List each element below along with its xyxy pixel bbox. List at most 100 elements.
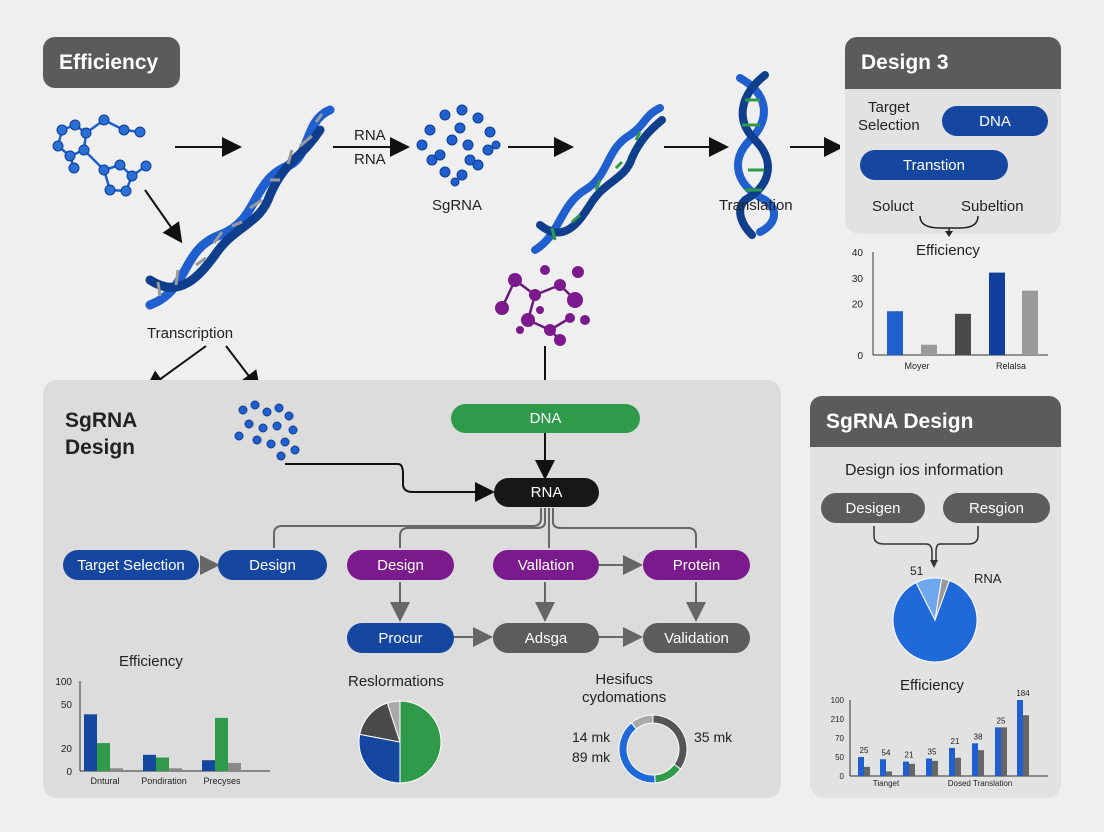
- design-pill-blue[interactable]: Design: [218, 550, 327, 580]
- reslormations-pie-slice: [358, 733, 401, 784]
- side-chart-value-label: 21: [905, 751, 914, 760]
- side-chart-bar: [1017, 700, 1023, 776]
- side-chart-ytick: 210: [831, 715, 845, 724]
- side-chart-value-label: 54: [882, 748, 891, 757]
- side-chart-ytick: 0: [840, 772, 845, 781]
- reslormations-pie: [358, 700, 442, 784]
- dna-pill-main[interactable]: DNA: [451, 404, 640, 433]
- main-chart-bar: [97, 743, 110, 771]
- main-chart-ytick: 50: [61, 700, 73, 711]
- reslormations-pie-slice: [386, 700, 401, 743]
- side-pie-label-rna: RNA: [974, 571, 1002, 586]
- side-chart-bar: [926, 758, 932, 776]
- right-chart-ytick: 0: [857, 351, 863, 362]
- dna-pill-design3[interactable]: DNA: [942, 106, 1048, 136]
- reslormations-pie-slice: [399, 700, 442, 784]
- side-chart-bar: [880, 759, 886, 776]
- side-pie-slice: [934, 577, 951, 621]
- subeltion-label: Subeltion: [961, 198, 1024, 215]
- side-chart-bar: [903, 761, 909, 776]
- transcription-label: Transcription: [147, 325, 234, 342]
- right-efficiency-title: Efficiency: [916, 242, 980, 259]
- main-chart-bar: [143, 754, 156, 771]
- side-chart-bar: [995, 727, 1001, 776]
- donut-label-14mk: 14 mk: [572, 729, 611, 745]
- translation-label: Translation: [719, 197, 793, 214]
- right-chart-bar: [989, 272, 1005, 355]
- side-chart-bar: [949, 747, 955, 776]
- efficiency-tab-label: Efficiency: [59, 50, 159, 74]
- main-chart-xlabel: Dntural: [90, 776, 119, 786]
- right-chart-ytick: 20: [852, 300, 864, 311]
- right-chart-bar: [955, 313, 971, 355]
- target-selection-pill[interactable]: Target Selection: [63, 550, 199, 580]
- main-chart-ytick: 0: [66, 767, 72, 778]
- donut-slice: [630, 714, 654, 730]
- side-chart-xlabel: Tianget: [873, 779, 900, 788]
- cluster-icon-main: [234, 400, 300, 461]
- rna-label-1: RNA: [354, 127, 386, 144]
- side-chart-value-label: 35: [928, 748, 937, 757]
- pie-title: Reslormations: [348, 673, 444, 690]
- donut-slice: [618, 722, 656, 784]
- adsga-pill[interactable]: Adsga: [493, 623, 599, 653]
- main-panel-connectors: [200, 400, 706, 647]
- efficiency-tab: Efficiency: [43, 37, 180, 88]
- right-chart-bar: [921, 344, 937, 355]
- desigen-pill[interactable]: Desigen: [821, 493, 925, 523]
- reslormations-pie-slice: [359, 702, 401, 743]
- right-chart-ytick: 30: [852, 274, 864, 285]
- procur-pill[interactable]: Procur: [347, 623, 454, 653]
- design3-title-text: Design 3: [861, 51, 949, 74]
- rna-label-2: RNA: [354, 151, 386, 168]
- side-pie-slice: [892, 579, 978, 663]
- side-pie-label-51: 51: [910, 564, 924, 578]
- side-chart-bar: [1001, 727, 1007, 776]
- rna-pill-main[interactable]: RNA: [494, 478, 599, 507]
- side-chart-ytick: 50: [835, 753, 844, 762]
- right-chart-bar: [887, 311, 903, 355]
- side-chart-bar: [886, 771, 892, 776]
- sgrna-side-title: SgRNA Design: [810, 396, 1061, 447]
- side-chart-ytick: 70: [835, 734, 844, 743]
- sgrna-side-bracket: [873, 526, 979, 568]
- donut-slice: [652, 714, 688, 770]
- right-chart-ytick: 40: [852, 248, 864, 259]
- side-chart-bar: [1023, 715, 1029, 776]
- side-chart-value-label: 21: [951, 737, 960, 746]
- side-chart-bar: [972, 743, 978, 776]
- main-chart-bar: [202, 760, 215, 771]
- main-chart-bar: [215, 717, 228, 771]
- dna-helix-icon-2: [531, 104, 666, 254]
- protein-pill[interactable]: Protein: [643, 550, 750, 580]
- main-chart-ytick: 100: [55, 677, 72, 688]
- protein-molecule-atoms: [495, 265, 590, 346]
- main-efficiency-title: Efficiency: [119, 653, 183, 670]
- target-selection-label: Target Selection: [858, 99, 920, 134]
- design-pill-purple[interactable]: Design: [347, 550, 454, 580]
- main-chart-xlabel: Pondiration: [141, 776, 187, 786]
- side-chart-value-label: 25: [997, 716, 1006, 725]
- validation-pill[interactable]: Validation: [643, 623, 750, 653]
- top-flow-illustration: [52, 71, 840, 380]
- right-chart-xlabel: Moyer: [904, 361, 929, 371]
- sgrna-side-pie: [892, 577, 978, 663]
- transtion-pill[interactable]: Transtion: [860, 150, 1008, 180]
- main-panel-title: SgRNA Design: [65, 409, 138, 459]
- sgrna-cluster-icon: [416, 104, 501, 187]
- resgion-pill[interactable]: Resgion: [943, 493, 1050, 523]
- design3-title: Design 3: [845, 37, 1061, 89]
- side-chart-bar: [932, 760, 938, 776]
- sgrna-label: SgRNA: [432, 197, 483, 214]
- right-chart-xlabel: Relalsa: [996, 361, 1026, 371]
- donut-slice: [654, 763, 682, 784]
- main-chart-bar: [169, 768, 182, 771]
- side-chart-bar: [909, 763, 915, 776]
- vallation-pill[interactable]: Vallation: [493, 550, 599, 580]
- side-efficiency-title: Efficiency: [900, 677, 964, 694]
- sgrna-side-title-text: SgRNA Design: [826, 409, 974, 433]
- right-chart-bar: [1022, 290, 1038, 355]
- side-chart-bar: [955, 757, 961, 776]
- dna-helix-icon-1: [145, 105, 335, 310]
